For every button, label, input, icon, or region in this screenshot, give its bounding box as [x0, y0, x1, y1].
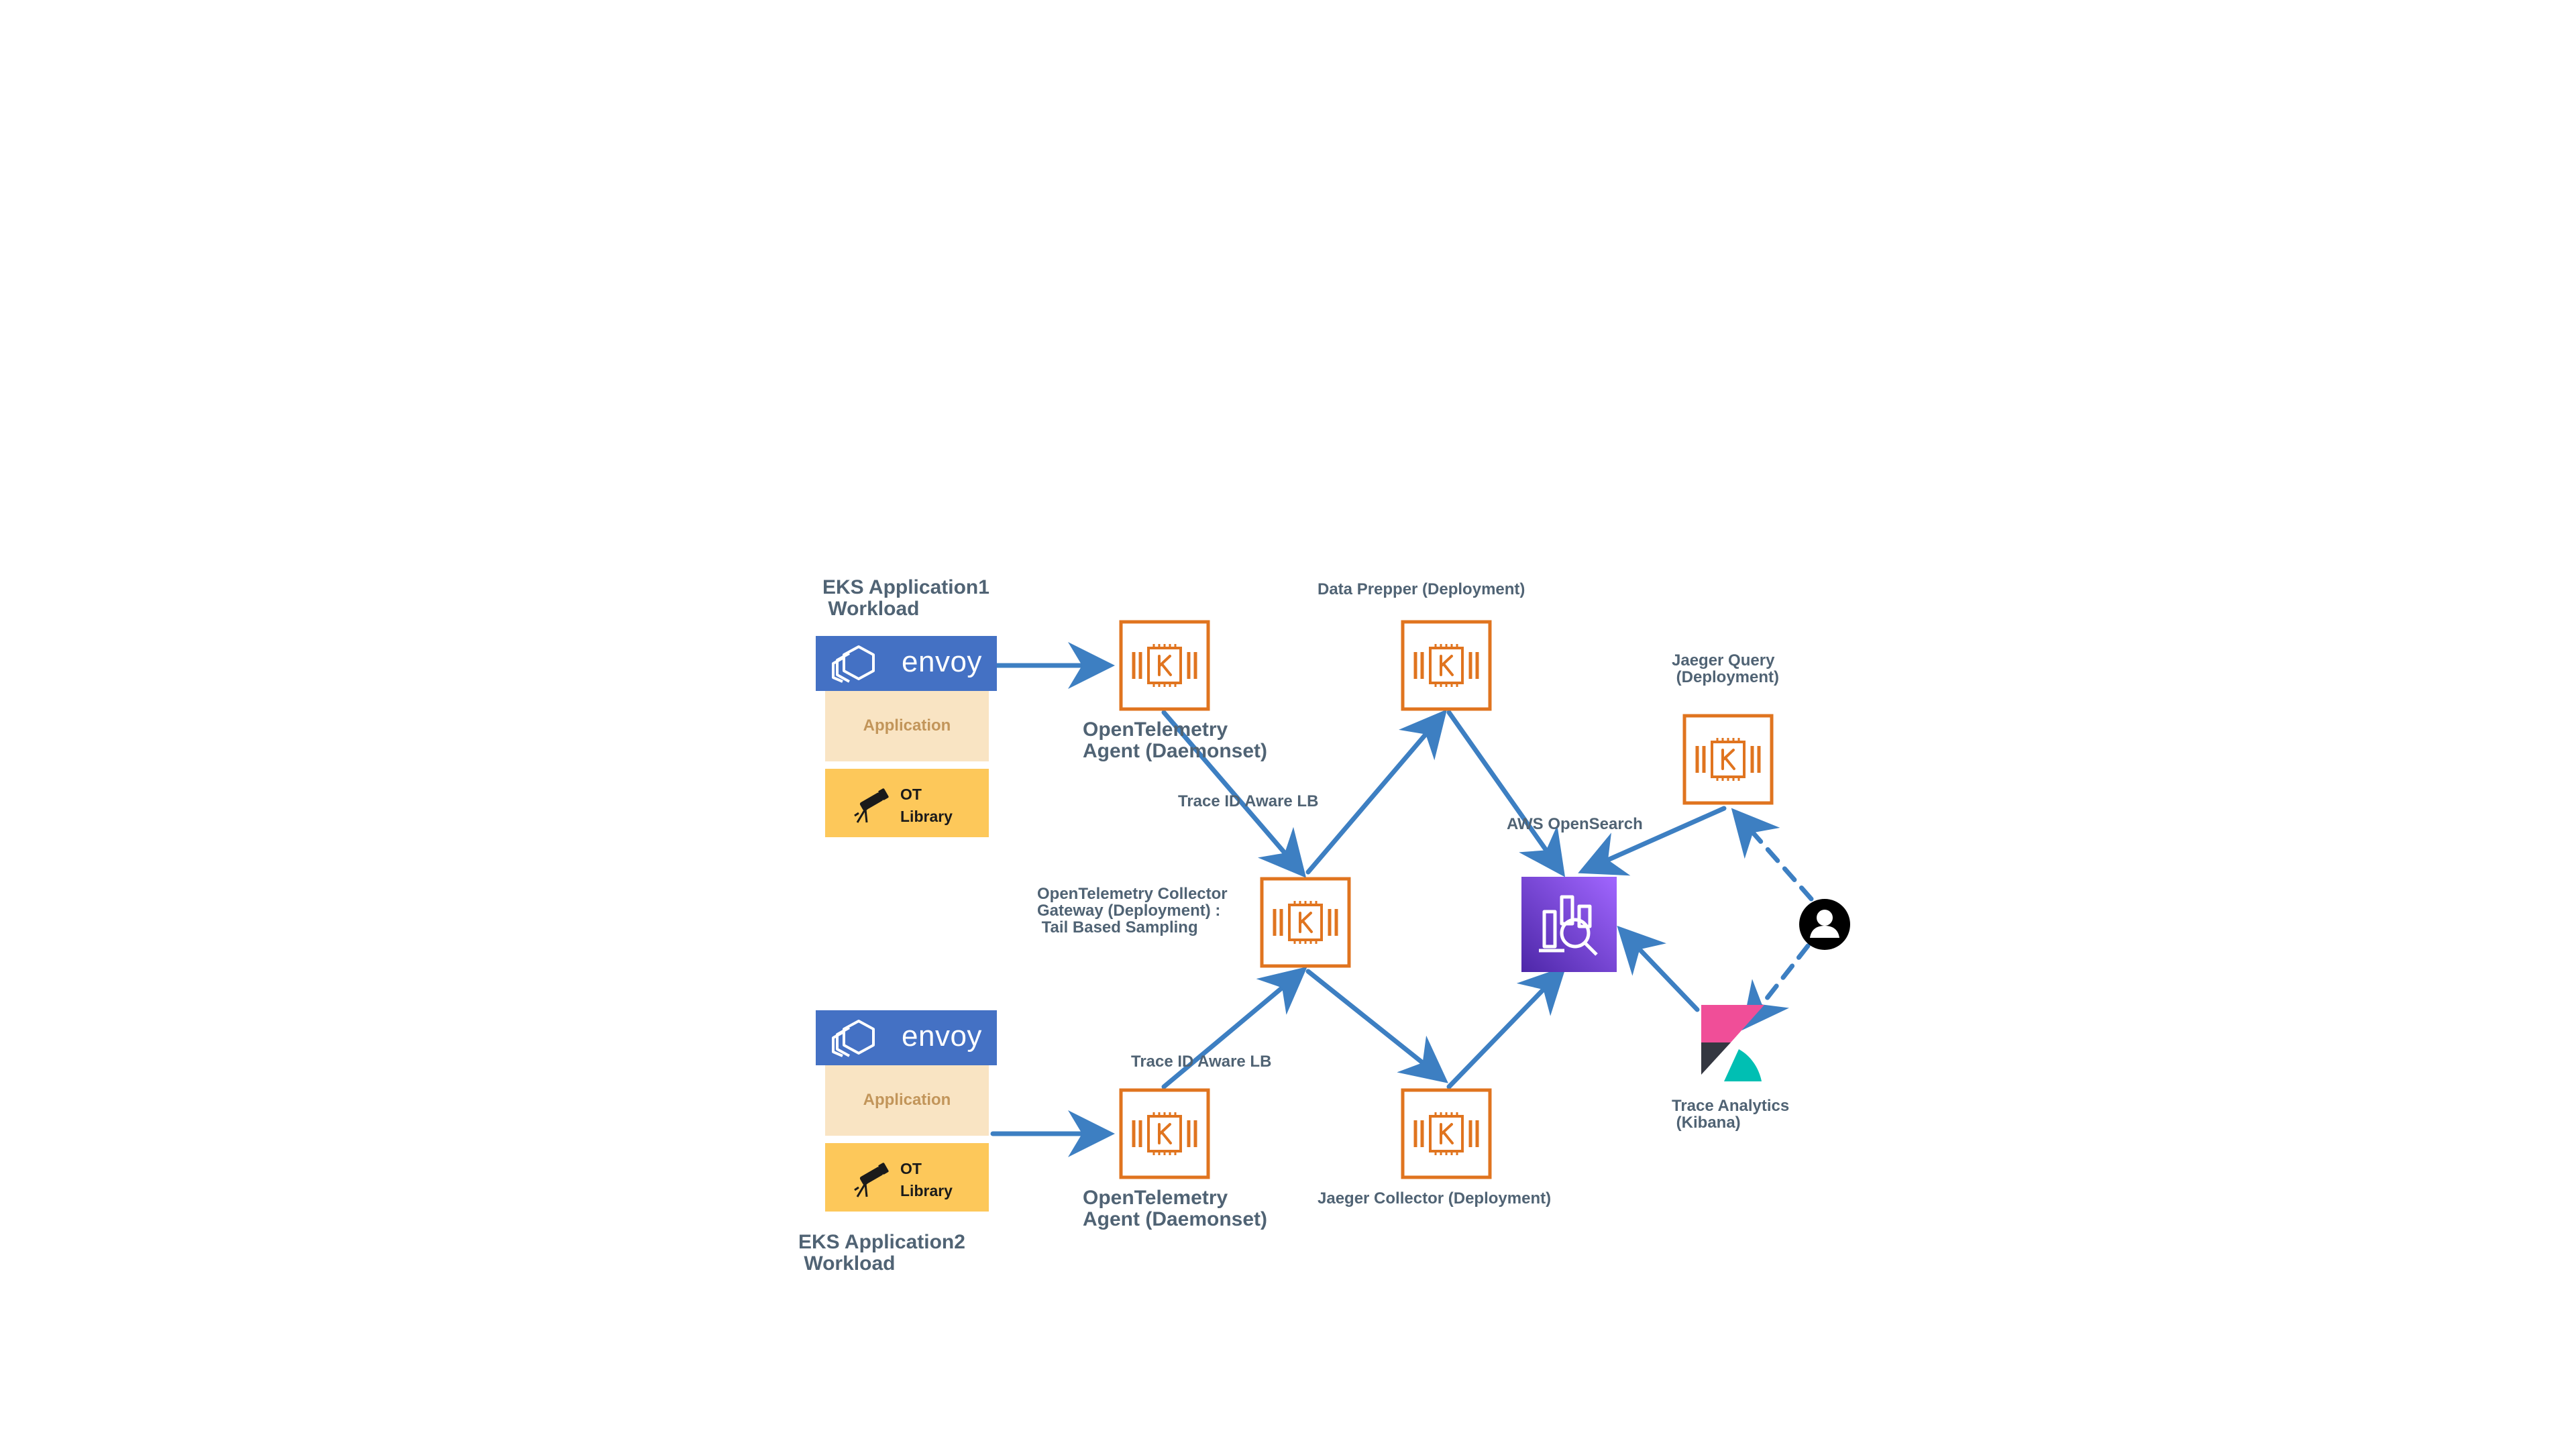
arrow-kibana-to-opensearch — [1617, 925, 1700, 1012]
workload2-label: EKS Application2 Workload — [798, 1231, 965, 1275]
arrow-jaegerquery-to-opensearch — [1578, 806, 1727, 876]
arrow-dataprepper-to-opensearch — [1446, 710, 1566, 877]
envoy-logo — [832, 645, 875, 683]
kubernetes-chip-icon — [1260, 877, 1351, 968]
envoy-proxy-1: envoy — [816, 636, 997, 691]
kubernetes-chip-icon — [1401, 1088, 1492, 1179]
telescope-icon — [854, 788, 889, 823]
ot-library-box-2: OT Library — [825, 1143, 989, 1212]
trace-analytics-label: Trace Analytics (Kibana) — [1672, 1097, 1790, 1132]
ot-library-box-1: OT Library — [825, 769, 989, 837]
otel-gateway-node — [1260, 877, 1351, 968]
arrow-user-to-jaegerquery — [1731, 808, 1814, 902]
application-box-1: Application — [825, 691, 989, 761]
kibana-logo — [1700, 1004, 1767, 1083]
telescope-icon — [854, 1163, 889, 1197]
application-box-2: Application — [825, 1065, 989, 1136]
data-prepper-label: Data Prepper (Deployment) — [1318, 580, 1525, 598]
envoy-logo — [832, 1020, 875, 1057]
kubernetes-chip-icon — [1119, 1088, 1210, 1179]
jaeger-query-node — [1682, 714, 1774, 805]
kubernetes-chip-icon — [1682, 714, 1774, 805]
arrow-agent2-to-gateway — [1161, 967, 1307, 1089]
user-icon — [1798, 898, 1851, 951]
trace-id-aware-lb-label-2: Trace ID Aware LB — [1131, 1053, 1272, 1071]
jaeger-query-label: Jaeger Query (Deployment) — [1672, 651, 1780, 687]
kubernetes-chip-icon — [1119, 620, 1210, 711]
arrow-gateway-to-dataprepper — [1305, 709, 1448, 875]
otel-agent-1-node — [1119, 620, 1210, 711]
jaeger-collector-node — [1401, 1088, 1492, 1179]
envoy-label: envoy — [902, 645, 982, 678]
ot-library-label: OT Library — [900, 1160, 953, 1200]
workload1-label: EKS Application1 Workload — [822, 576, 989, 620]
trace-id-aware-lb-label-1: Trace ID Aware LB — [1178, 792, 1319, 810]
envoy-proxy-2: envoy — [816, 1010, 997, 1065]
opensearch-service-icon — [1521, 877, 1617, 972]
data-prepper-node — [1401, 620, 1492, 711]
opensearch-icon — [1521, 877, 1617, 972]
application-label: Application — [863, 716, 951, 735]
otel-agent-2-node — [1119, 1088, 1210, 1179]
otel-agent-2-label: OpenTelemetry Agent (Daemonset) — [1083, 1187, 1268, 1230]
arrow-gateway-to-jaegercollector — [1305, 969, 1448, 1083]
kubernetes-chip-icon — [1401, 620, 1492, 711]
arrow-agent1-to-gateway — [1161, 710, 1307, 878]
jaeger-collector-label: Jaeger Collector (Deployment) — [1318, 1189, 1552, 1208]
application-label: Application — [863, 1091, 951, 1109]
opensearch-label: AWS OpenSearch — [1507, 815, 1643, 833]
ot-library-label: OT Library — [900, 786, 953, 826]
otel-gateway-label: OpenTelemetry Collector Gateway (Deploym… — [1037, 885, 1228, 937]
arrow-jaegercollector-to-opensearch — [1446, 965, 1566, 1089]
envoy-label: envoy — [902, 1020, 982, 1053]
otel-agent-1-label: OpenTelemetry Agent (Daemonset) — [1083, 718, 1268, 762]
